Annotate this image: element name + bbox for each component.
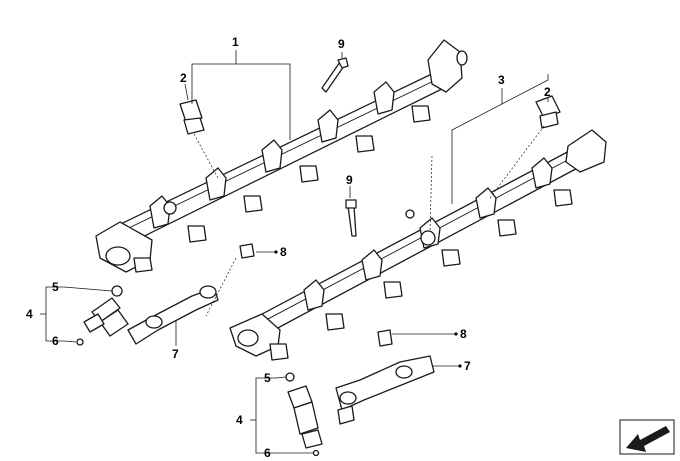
bolt-upper bbox=[321, 57, 349, 93]
callout-4-right: 4 bbox=[236, 413, 243, 427]
callout-9-middle: 9 bbox=[346, 173, 353, 187]
callout-5-right: 5 bbox=[264, 371, 271, 385]
pressure-sensor-left bbox=[179, 99, 205, 135]
callout-8-right: 8 bbox=[460, 327, 467, 341]
arrow-down-left-icon[interactable] bbox=[619, 419, 675, 455]
callout-6-right: 6 bbox=[264, 446, 271, 460]
callout-6-left: 6 bbox=[52, 334, 59, 348]
callout-7-right: 7 bbox=[464, 359, 471, 373]
callout-5-left: 5 bbox=[52, 280, 59, 294]
callout-4-left: 4 bbox=[26, 307, 33, 321]
callout-2-right: 2 bbox=[544, 85, 551, 99]
callout-1: 1 bbox=[232, 35, 239, 49]
pressure-sensor-right bbox=[535, 95, 561, 129]
fuel-rail-upper bbox=[95, 39, 468, 273]
fuel-rail-lower bbox=[229, 129, 607, 361]
callout-8-left: 8 bbox=[280, 245, 287, 259]
callout-2-left: 2 bbox=[180, 71, 187, 85]
connector-left bbox=[127, 285, 219, 345]
plug-cap-right bbox=[377, 329, 393, 347]
injector-left bbox=[76, 285, 129, 346]
callout-9-upper: 9 bbox=[338, 37, 345, 51]
bolt-middle bbox=[345, 199, 357, 237]
plug-cap-left bbox=[239, 243, 255, 259]
connector-right bbox=[335, 355, 435, 425]
callout-7-left: 7 bbox=[172, 347, 179, 361]
callout-3: 3 bbox=[498, 73, 505, 87]
injector-right bbox=[285, 372, 323, 457]
